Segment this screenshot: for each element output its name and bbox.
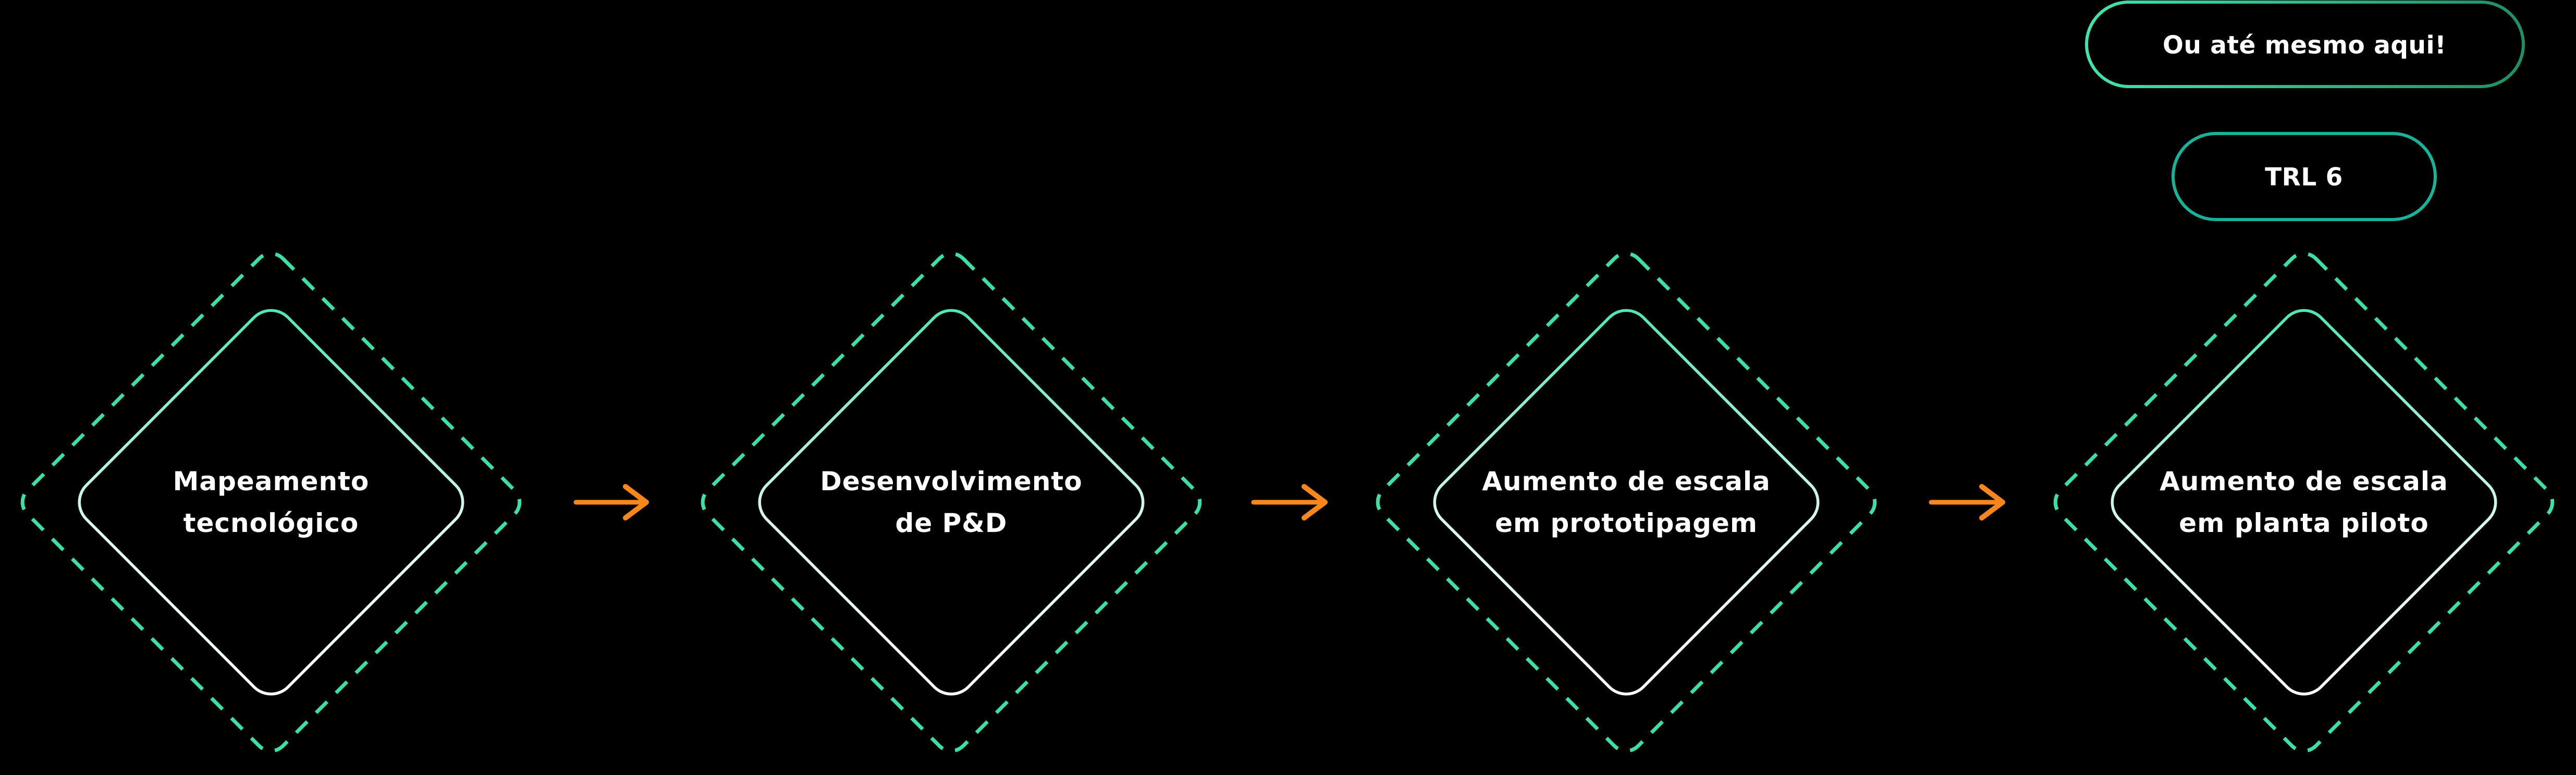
diamond-inner-border-4 (2111, 309, 2497, 696)
flow-arrow-1 (573, 484, 649, 520)
flow-arrow-head-1 (623, 484, 649, 520)
diamond-inner-border-1 (78, 309, 464, 696)
stage-label-2-line2: de P&D (895, 508, 1008, 538)
diamond-inner-border-3 (1433, 309, 1820, 696)
diamond-stage-1 (20, 251, 522, 753)
diamond-dashed-border-3 (1376, 251, 1877, 753)
flow-arrow-3 (1929, 484, 2005, 520)
diamond-inner-border-2 (758, 309, 1145, 696)
stage-label-1-line2: tecnológico (183, 508, 359, 538)
stage-label-2: Desenvolvimento de P&D (820, 461, 1082, 544)
stage-label-1-line1: Mapeamento (173, 466, 370, 497)
diamond-stage-3 (1376, 251, 1877, 753)
stage-label-1: Mapeamento tecnológico (173, 461, 370, 544)
diamond-dashed-border-4 (2053, 251, 2555, 753)
stage-label-4-line2: em planta piloto (2179, 508, 2429, 538)
stage-label-3-line1: Aumento de escala (1482, 466, 1771, 497)
diamond-stage-2 (701, 251, 1202, 753)
diamond-dashed-border-2 (701, 251, 1202, 753)
diamond-dashed-border-1 (20, 251, 522, 753)
diamond-stage-4 (2053, 251, 2555, 753)
stage-label-3-line2: em prototipagem (1495, 508, 1758, 538)
flow-arrow-head-3 (1979, 484, 2005, 520)
flow-arrow-head-2 (1302, 484, 1328, 520)
stage-label-2-line1: Desenvolvimento (820, 466, 1083, 497)
flow-arrow-2 (1251, 484, 1328, 520)
stage-label-3: Aumento de escala em prototipagem (1482, 461, 1771, 544)
note-pill-label: Ou até mesmo aqui! (2162, 31, 2447, 60)
trl6-pill-label: TRL 6 (2265, 163, 2343, 192)
stage-label-4: Aumento de escala em planta piloto (2160, 461, 2448, 544)
stage-label-4-line1: Aumento de escala (2160, 466, 2448, 497)
